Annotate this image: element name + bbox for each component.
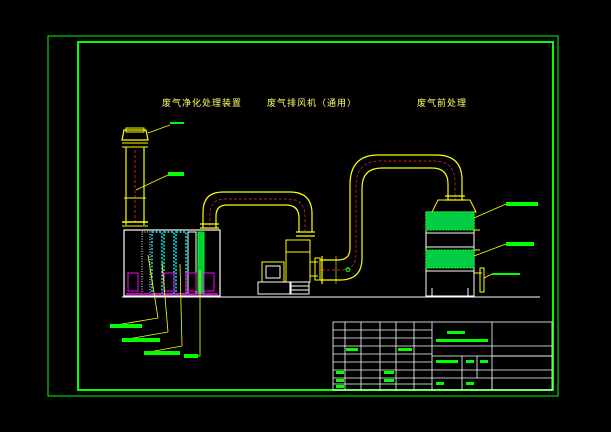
- tag-filter-3: [144, 351, 180, 355]
- title-purifier: 废气净化处理装置: [162, 99, 243, 109]
- title-pretreat: 废气前处理: [417, 99, 468, 109]
- tag-chimney: [168, 172, 184, 176]
- tag-filter-4: [184, 354, 198, 358]
- title-fan: 废气排风机（通用）: [267, 99, 358, 109]
- tag-inlet: [492, 273, 520, 275]
- inner-frame: [77, 41, 554, 391]
- pretreatment-tower: [425, 199, 485, 297]
- tag-filter-1: [110, 324, 142, 328]
- fan-mark-icon: ✿: [345, 266, 351, 274]
- tag-packing-lower: [506, 242, 534, 246]
- title-block: [332, 321, 553, 391]
- title-block-text-marks: [336, 331, 488, 388]
- label-tags: [110, 122, 538, 358]
- duct-purifier-to-fan: [200, 191, 315, 237]
- tag-packing-upper: [506, 202, 538, 206]
- tag-filter-2: [122, 338, 160, 342]
- exhaust-fan: [257, 239, 321, 295]
- tag-stack-cap: [170, 122, 184, 124]
- outer-frame: [47, 35, 559, 397]
